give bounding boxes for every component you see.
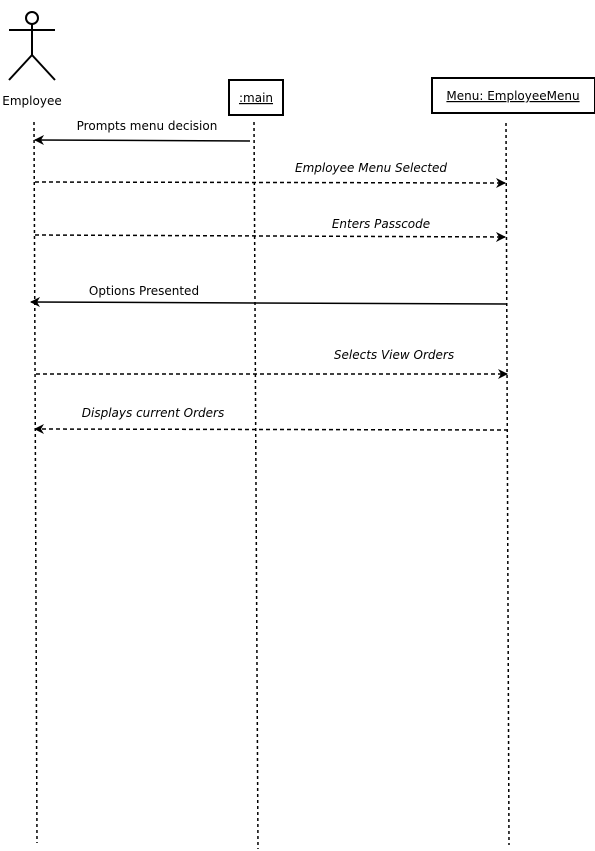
message-label: Options Presented xyxy=(89,284,199,298)
message-arrow xyxy=(30,297,507,308)
message-displays-current-orders: Displays current Orders xyxy=(34,406,509,435)
actor-label: Employee xyxy=(2,94,61,108)
main-lifeline xyxy=(253,121,259,850)
message-enters-passcode: Enters Passcode xyxy=(34,217,506,242)
message-options-presented: Options Presented xyxy=(30,284,507,308)
message-label: Enters Passcode xyxy=(332,217,430,231)
participant-menu-label: Menu: EmployeeMenu xyxy=(446,89,579,103)
participant-main-label: :main xyxy=(239,91,273,105)
message-label: Employee Menu Selected xyxy=(295,161,447,175)
message-arrow xyxy=(34,135,251,146)
employee-actor: Employee xyxy=(2,11,62,108)
participant-menu: Menu: EmployeeMenu xyxy=(431,77,595,114)
menu-lifeline xyxy=(505,122,510,846)
message-label: Displays current Orders xyxy=(82,406,224,420)
participant-main: :main xyxy=(228,79,284,116)
employee-lifeline xyxy=(33,121,38,844)
message-arrow xyxy=(34,424,509,435)
message-selects-view-orders: Selects View Orders xyxy=(36,348,508,379)
message-employee-menu-selected: Employee Menu Selected xyxy=(34,161,506,188)
actor-figure-icon xyxy=(8,11,56,81)
message-arrow xyxy=(34,231,506,242)
message-arrow xyxy=(34,177,506,188)
message-label: Prompts menu decision xyxy=(77,119,218,133)
message-prompts-menu-decision: Prompts menu decision xyxy=(34,119,251,146)
message-label: Selects View Orders xyxy=(334,348,454,362)
